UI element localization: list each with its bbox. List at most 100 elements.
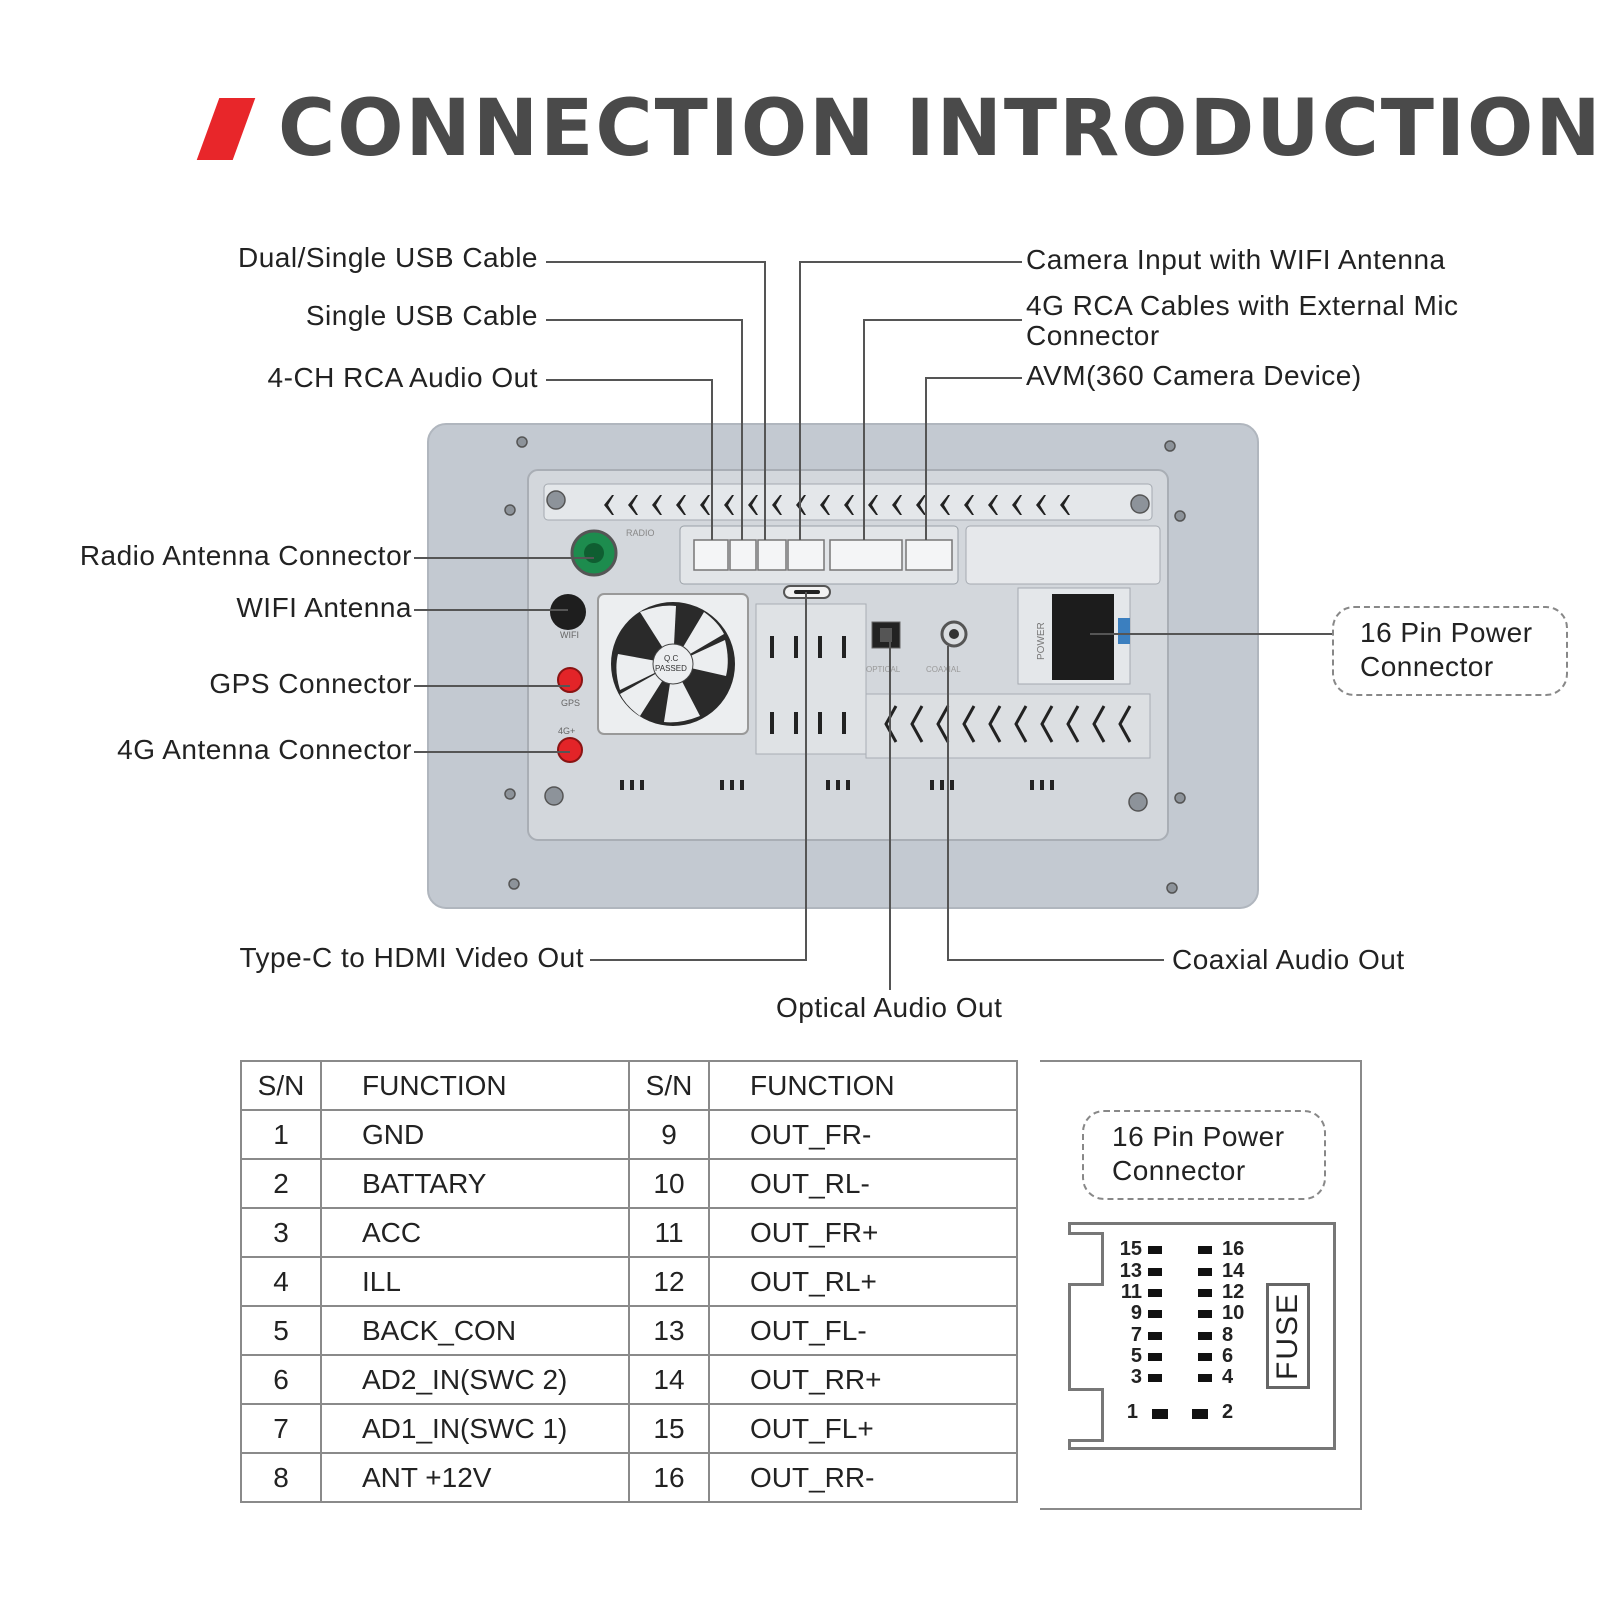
plug-latch-bottom	[1068, 1388, 1104, 1442]
header-function-1: FUNCTION	[320, 1060, 630, 1111]
lower-louver-panel	[865, 693, 1151, 759]
cell-sn: 16	[628, 1452, 710, 1503]
pin-label-right: 2	[1222, 1401, 1234, 1423]
label-coaxial: Coaxial Audio Out	[1172, 944, 1405, 975]
label-gps: GPS Connector	[209, 668, 412, 699]
cell-function: OUT_RL+	[708, 1256, 1018, 1307]
fuse-label: FUSE	[1271, 1291, 1304, 1381]
pin-contact-left	[1148, 1289, 1162, 1297]
pin-label-right: 8	[1222, 1324, 1234, 1346]
pin-label-right: 6	[1222, 1345, 1234, 1367]
cell-sn: 13	[628, 1305, 710, 1356]
pin-contact-left	[1148, 1353, 1162, 1361]
pin-contact-right	[1198, 1310, 1212, 1318]
pin-contact-right	[1192, 1409, 1208, 1419]
cell-sn: 10	[628, 1158, 710, 1209]
ribbed-panel	[755, 603, 867, 755]
header-sn-2: S/N	[628, 1060, 710, 1111]
cell-sn: 4	[240, 1256, 322, 1307]
label-dual-usb: Dual/Single USB Cable	[238, 242, 538, 273]
wifi-marking: WIFI	[560, 630, 579, 640]
cell-function: BATTARY	[320, 1158, 630, 1209]
leader-lines	[414, 261, 1334, 990]
table-row: 1 GND 9 OUT_FR-	[240, 1109, 1018, 1160]
cell-sn: 14	[628, 1354, 710, 1405]
cell-function: BACK_CON	[320, 1305, 630, 1356]
cell-sn: 15	[628, 1403, 710, 1454]
cell-function: ILL	[320, 1256, 630, 1307]
pin-contact-left	[1148, 1246, 1162, 1254]
fan-badge-1: Q.C	[664, 654, 678, 663]
cell-function: GND	[320, 1109, 630, 1160]
label-rca-audio: 4-CH RCA Audio Out	[267, 362, 538, 393]
cell-function: AD1_IN(SWC 1)	[320, 1403, 630, 1454]
cell-function: OUT_FL-	[708, 1305, 1018, 1356]
cell-function: OUT_RR-	[708, 1452, 1018, 1503]
pin-label-left: 9	[1130, 1302, 1142, 1324]
pin-label-left: 5	[1130, 1345, 1142, 1367]
pin-contact-right	[1198, 1268, 1212, 1276]
coaxial-marking: COAXIAL	[926, 665, 961, 674]
power-marking: POWER	[1036, 622, 1047, 660]
label-single-usb: Single USB Cable	[305, 300, 538, 331]
cell-sn: 7	[240, 1403, 322, 1454]
label-wifi-antenna: WIFI Antenna	[236, 592, 412, 623]
cell-sn: 5	[240, 1305, 322, 1356]
connector-panel-title-line1: 16 Pin Power	[1112, 1121, 1285, 1152]
lower-louver-slots	[884, 705, 1132, 743]
gps-port	[557, 667, 583, 693]
screws	[504, 436, 1186, 894]
label-4g-rca-line1: 4G RCA Cables with External Mic	[1026, 290, 1459, 321]
pin-label-left: 15	[1119, 1238, 1142, 1260]
pin-contact-right	[1198, 1246, 1212, 1254]
rib-slots	[770, 636, 846, 734]
blank-plate	[965, 525, 1161, 585]
label-camera-wifi: Camera Input with WIFI Antenna	[1026, 244, 1446, 275]
power-callout-line1: 16 Pin Power	[1360, 617, 1533, 648]
table-row: 3 ACC 11 OUT_FR+	[240, 1207, 1018, 1258]
cell-sn: 9	[628, 1109, 710, 1160]
label-optical: Optical Audio Out	[776, 992, 1003, 1023]
fan-badge-2: PASSED	[655, 664, 687, 673]
cell-sn: 2	[240, 1158, 322, 1209]
4g-marking: 4G+	[558, 726, 575, 736]
header-sn-1: S/N	[240, 1060, 322, 1111]
pin-contact-left	[1148, 1310, 1162, 1318]
multi-pin-connectors	[693, 539, 953, 571]
pin-label-right: 4	[1222, 1366, 1234, 1388]
pin-function-table: S/N FUNCTION S/N FUNCTION 1 GND 9 OUT_FR…	[240, 1060, 1018, 1503]
table-row: 7 AD1_IN(SWC 1) 15 OUT_FL+	[240, 1403, 1018, 1454]
pin-label-left: 3	[1130, 1366, 1142, 1388]
pin-label-left: 11	[1120, 1281, 1142, 1303]
cell-sn: 11	[628, 1207, 710, 1258]
pin-label-right: 14	[1222, 1260, 1245, 1282]
table-row: 5 BACK_CON 13 OUT_FL-	[240, 1305, 1018, 1356]
cell-sn: 6	[240, 1354, 322, 1405]
radio-marking: RADIO	[626, 528, 655, 538]
label-4g-rca-line2: Connector	[1026, 320, 1160, 351]
cell-function: AD2_IN(SWC 2)	[320, 1354, 630, 1405]
cell-function: OUT_FR+	[708, 1207, 1018, 1258]
pin-contact-left	[1148, 1374, 1162, 1382]
pin-label-left: 7	[1130, 1324, 1142, 1346]
connector-panel-callout	[1082, 1110, 1326, 1200]
cell-function: OUT_RR+	[708, 1354, 1018, 1405]
top-vent-slots	[604, 495, 1070, 515]
label-4g-antenna: 4G Antenna Connector	[117, 734, 412, 765]
cell-sn: 12	[628, 1256, 710, 1307]
bottom-fins	[620, 780, 1054, 790]
table-row: 6 AD2_IN(SWC 2) 14 OUT_RR+	[240, 1354, 1018, 1405]
connector-panel	[1040, 1060, 1362, 1510]
cell-function: ANT +12V	[320, 1452, 630, 1503]
header-function-2: FUNCTION	[708, 1060, 1018, 1111]
plug-latch-top	[1068, 1232, 1104, 1286]
pin-label-left: 1	[1126, 1401, 1138, 1423]
cell-sn: 8	[240, 1452, 322, 1503]
power-callout-line2: Connector	[1360, 651, 1494, 682]
power-callout-box	[1332, 606, 1568, 696]
pin-contact-left	[1152, 1409, 1168, 1419]
power-connector	[1052, 594, 1114, 680]
pin-contact-left	[1148, 1332, 1162, 1340]
connector-panel-title-line2: Connector	[1112, 1155, 1246, 1186]
